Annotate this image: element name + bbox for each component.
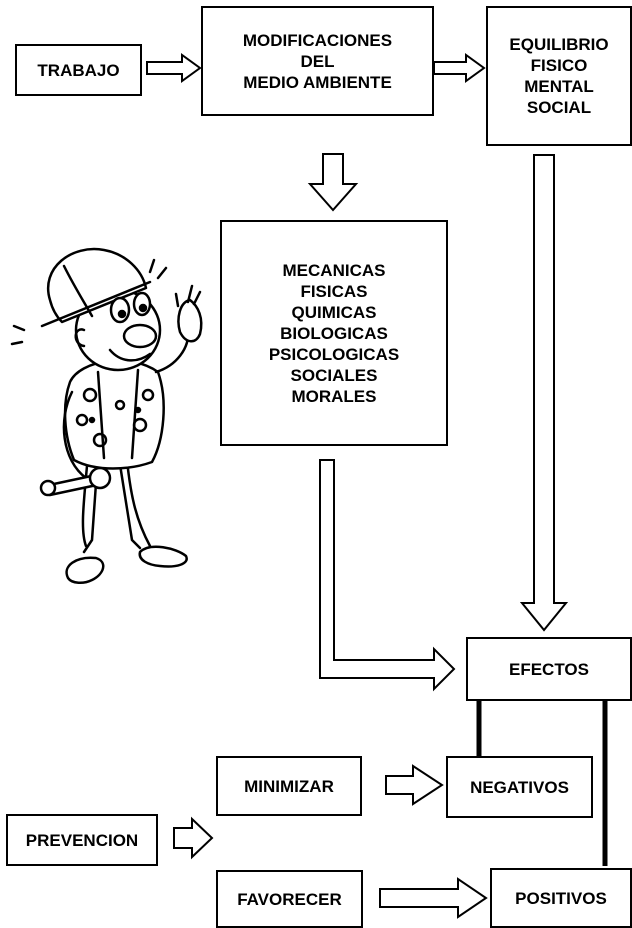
box-trabajo: TRABAJO (15, 44, 142, 96)
box-tipos: MECANICAS FISICAS QUIMICAS BIOLOGICAS PS… (220, 220, 448, 446)
box-efectos-label: EFECTOS (509, 659, 589, 679)
box-modificaciones-label: MODIFICACIONES DEL MEDIO AMBIENTE (242, 30, 393, 92)
box-modificaciones: MODIFICACIONES DEL MEDIO AMBIENTE (201, 6, 434, 116)
box-positivos-label: POSITIVOS (515, 888, 607, 908)
arrow-minimizar-negativos (385, 764, 444, 806)
worker-cartoon-icon (10, 247, 203, 584)
box-equilibrio-label: EQUILIBRIO FISICO MENTAL SOCIAL (509, 35, 609, 117)
arrow-modificaciones-tipos (307, 153, 359, 212)
box-minimizar-label: MINIMIZAR (244, 776, 334, 796)
arrow-tipos-efectos (319, 459, 456, 692)
arrow-modificaciones-equilibrio (433, 53, 486, 83)
box-prevencion-label: PREVENCION (25, 830, 139, 850)
box-tipos-label: MECANICAS FISICAS QUIMICAS BIOLOGICAS PS… (268, 260, 400, 406)
arrow-equilibrio-efectos (519, 154, 569, 632)
box-prevencion: PREVENCION (6, 814, 158, 866)
box-favorecer: FAVORECER (216, 870, 363, 928)
box-efectos: EFECTOS (466, 637, 632, 701)
box-negativos: NEGATIVOS (446, 756, 593, 818)
box-positivos: POSITIVOS (490, 868, 632, 928)
box-negativos-label: NEGATIVOS (470, 777, 569, 797)
box-trabajo-label: TRABAJO (37, 60, 120, 80)
box-equilibrio: EQUILIBRIO FISICO MENTAL SOCIAL (486, 6, 632, 146)
arrow-favorecer-positivos (379, 877, 488, 919)
arrow-prevencion (173, 816, 214, 860)
box-favorecer-label: FAVORECER (237, 889, 342, 909)
box-minimizar: MINIMIZAR (216, 756, 362, 816)
arrow-trabajo-modificaciones (146, 53, 202, 83)
